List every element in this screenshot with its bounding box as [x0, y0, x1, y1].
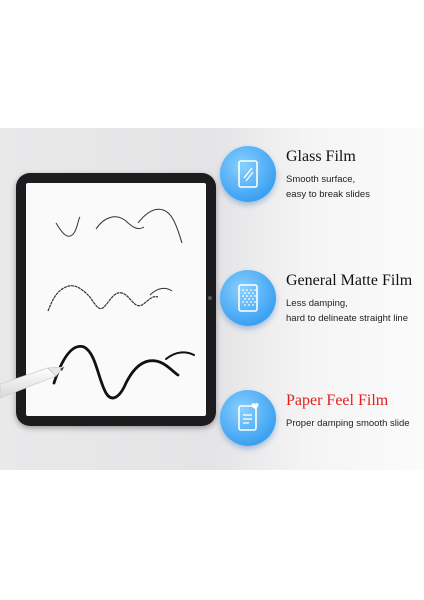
- feature-general-matte-film: General Matte Film Less damping, hard to…: [220, 270, 424, 350]
- feature-description: Smooth surface, easy to break slides: [286, 172, 370, 202]
- feature-description-line: Smooth surface,: [286, 174, 356, 185]
- feature-title: General Matte Film: [286, 272, 413, 289]
- feature-description: Less damping, hard to delineate straight…: [286, 296, 408, 326]
- feature-glass-film: Glass Film Smooth surface, easy to break…: [220, 146, 424, 226]
- feature-description-line: Proper damping smooth slide: [286, 418, 410, 429]
- glass-tablet-icon: [220, 146, 276, 202]
- feature-description: Proper damping smooth slide: [286, 416, 410, 431]
- feature-title: Paper Feel Film: [286, 392, 389, 409]
- stroke-line-6: [52, 345, 180, 400]
- tablet-camera: [208, 296, 212, 300]
- tablet-illustration: [16, 173, 216, 426]
- paper-document-icon: [220, 390, 276, 446]
- handwriting-strokes: [47, 208, 195, 400]
- stroke-line-3: [137, 208, 183, 244]
- stroke-line-2: [95, 216, 145, 230]
- feature-description-line: hard to delineate straight line: [286, 313, 408, 324]
- stroke-line-7: [165, 351, 195, 360]
- stroke-line-4: [47, 285, 159, 312]
- matte-texture-icon: [220, 270, 276, 326]
- feature-description-line: easy to break slides: [286, 189, 370, 200]
- feature-description-line: Less damping,: [286, 298, 348, 309]
- stroke-line-5: [149, 287, 173, 296]
- stroke-line-1: [55, 216, 81, 237]
- feature-title: Glass Film: [286, 148, 356, 165]
- feature-paper-feel-film: Paper Feel Film Proper damping smooth sl…: [220, 390, 424, 470]
- stylus-pencil-icon: [0, 366, 65, 399]
